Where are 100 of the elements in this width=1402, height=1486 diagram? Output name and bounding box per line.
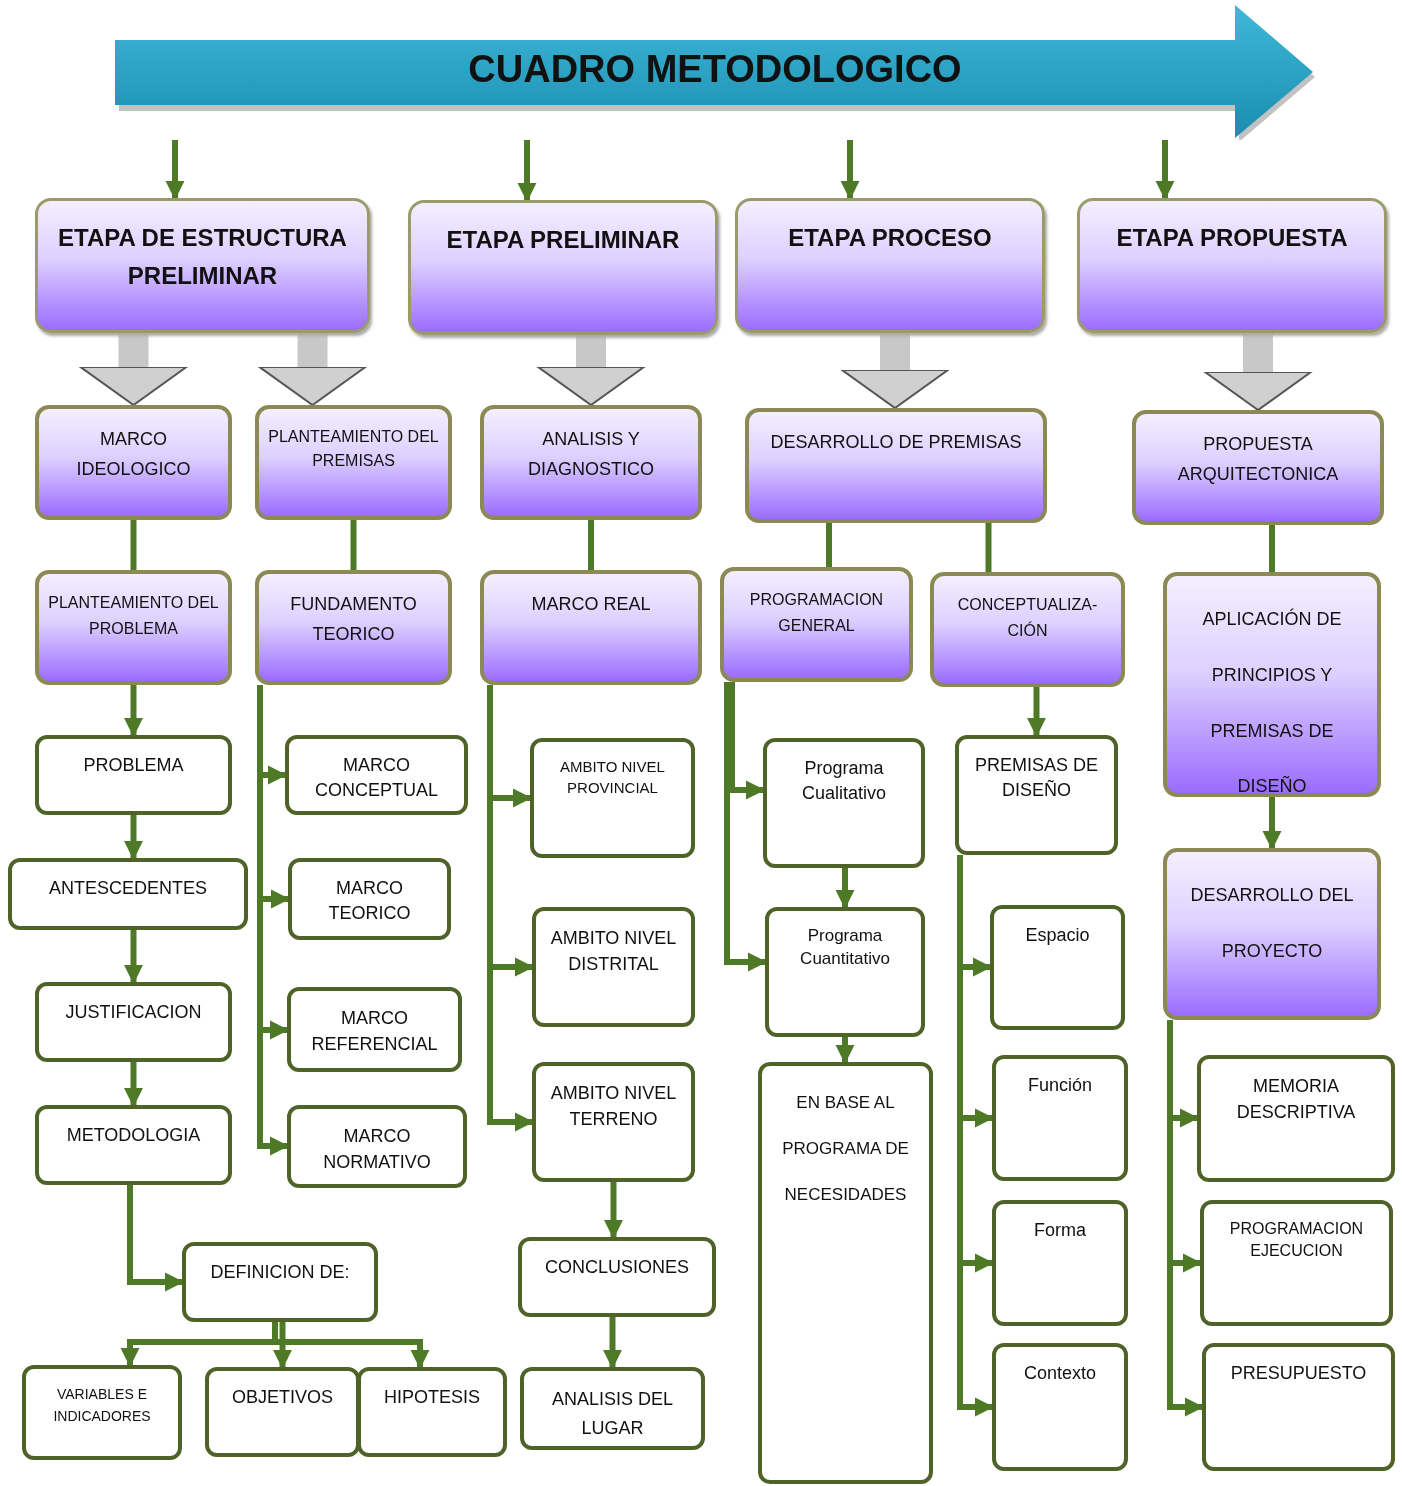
node-label: AMBITO NIVEL TERRENO bbox=[549, 1082, 678, 1132]
node-label: MEMORIA DESCRIPTIVA bbox=[1235, 1075, 1357, 1125]
block-arrow bbox=[537, 335, 645, 406]
node-label: PLANTEAMIENTO DEL PREMISAS bbox=[267, 427, 440, 471]
block-arrow bbox=[1204, 333, 1312, 411]
arrow bbox=[1026, 687, 1047, 737]
node-label: MARCO REAL bbox=[531, 593, 651, 616]
node-label: APLICACIÓN DE PRINCIPIOS Y PREMISAS DE DISEÑO bbox=[1201, 607, 1343, 799]
step-box bbox=[35, 982, 232, 1062]
topic-box bbox=[255, 570, 452, 685]
step-box bbox=[287, 1105, 467, 1188]
topic-box bbox=[930, 572, 1125, 687]
arrow bbox=[724, 682, 767, 972]
node-label: PREMISAS DE DISEÑO bbox=[974, 754, 1099, 803]
node-label: ANALISIS Y DIAGNOSTICO bbox=[527, 428, 655, 481]
stage-box bbox=[1077, 198, 1387, 333]
topic-box bbox=[255, 405, 452, 520]
step-box bbox=[530, 738, 695, 858]
topic-box bbox=[1163, 848, 1381, 1020]
node-label: PROPUESTA ARQUITECTONICA bbox=[1176, 433, 1340, 486]
arrow bbox=[602, 1317, 623, 1369]
arrow bbox=[603, 1182, 624, 1239]
node-label: MARCO CONCEPTUAL bbox=[314, 754, 439, 803]
node-label: DEFINICION DE: bbox=[210, 1261, 350, 1284]
title-arrow bbox=[115, 5, 1315, 140]
topic-box bbox=[480, 405, 702, 520]
topic-box bbox=[35, 570, 232, 685]
arrow bbox=[1167, 1020, 1204, 1417]
node-label: FUNDAMENTO TEORICO bbox=[289, 593, 418, 646]
connector-line bbox=[350, 520, 357, 570]
step-box bbox=[1200, 1200, 1393, 1326]
node-label: AMBITO NIVEL PROVINCIAL bbox=[559, 757, 666, 798]
arrow bbox=[123, 1062, 144, 1107]
node-label: MARCO TEORICO bbox=[327, 877, 412, 926]
node-label: PRESUPUESTO bbox=[1230, 1362, 1367, 1385]
node-label: ETAPA PRELIMINAR bbox=[446, 225, 680, 255]
step-box bbox=[1197, 1055, 1395, 1182]
connector-line bbox=[588, 520, 594, 570]
node-label: DESARROLLO DEL PROYECTO bbox=[1189, 884, 1355, 963]
node-label: PROGRAMACION GENERAL bbox=[748, 590, 885, 636]
arrow bbox=[123, 685, 144, 737]
step-box bbox=[287, 987, 462, 1072]
node-label: OBJETIVOS bbox=[232, 1386, 333, 1409]
node-label: PROGRAMACION EJECUCION bbox=[1228, 1219, 1365, 1262]
node-label: ETAPA PROCESO bbox=[788, 223, 992, 253]
node-label: HIPOTESIS bbox=[384, 1386, 480, 1409]
step-box bbox=[955, 735, 1118, 855]
step-box bbox=[22, 1365, 182, 1460]
node-label: CONCLUSIONES bbox=[545, 1256, 689, 1279]
step-box bbox=[1202, 1343, 1395, 1471]
stage-box bbox=[408, 200, 718, 335]
node-label: Contexto bbox=[1023, 1362, 1096, 1385]
block-arrow bbox=[258, 333, 367, 406]
arrow bbox=[517, 140, 537, 202]
stage-box bbox=[35, 198, 370, 333]
stage-box bbox=[735, 198, 1045, 333]
arrow bbox=[835, 1037, 855, 1064]
topic-box bbox=[1132, 410, 1384, 525]
step-box bbox=[357, 1367, 507, 1457]
node-label: MARCO IDEOLOGICO bbox=[75, 428, 192, 481]
node-label: DESARROLLO DE PREMISAS bbox=[770, 431, 1022, 454]
arrow bbox=[1155, 140, 1175, 200]
arrow bbox=[835, 868, 855, 909]
node-label: MARCO NORMATIVO bbox=[322, 1125, 432, 1175]
connector-line bbox=[826, 523, 832, 567]
node-label: METODOLOGIA bbox=[66, 1124, 201, 1147]
step-box bbox=[518, 1237, 716, 1317]
node-label: PROBLEMA bbox=[83, 754, 184, 777]
step-box bbox=[758, 1062, 933, 1484]
block-arrow bbox=[841, 333, 949, 409]
step-box bbox=[765, 907, 925, 1037]
topic-box bbox=[745, 408, 1047, 523]
connector-line bbox=[130, 520, 137, 570]
step-box bbox=[520, 1367, 705, 1450]
title-text: CUADRO METODOLOGICO bbox=[468, 46, 962, 92]
arrow bbox=[123, 815, 144, 860]
topic-box bbox=[480, 570, 702, 685]
connector-line bbox=[1269, 525, 1275, 572]
node-label: Forma bbox=[1034, 1219, 1086, 1242]
node-label: Programa Cuantitativo bbox=[799, 925, 891, 970]
step-box bbox=[205, 1367, 360, 1457]
arrow bbox=[729, 682, 765, 800]
node-label: Espacio bbox=[1025, 924, 1090, 947]
step-box bbox=[35, 735, 232, 815]
node-label: ANALISIS DEL LUGAR bbox=[550, 1388, 675, 1440]
step-box bbox=[532, 1062, 695, 1182]
step-box bbox=[182, 1242, 378, 1322]
node-label: EN BASE AL PROGRAMA DE NECESIDADES bbox=[781, 1092, 910, 1206]
arrow bbox=[165, 140, 185, 200]
node-label: AMBITO NIVEL DISTRITAL bbox=[549, 927, 678, 977]
node-label: ETAPA DE ESTRUCTURA PRELIMINAR bbox=[57, 223, 348, 292]
node-label: PLANTEAMIENTO DEL PROBLEMA bbox=[47, 593, 220, 639]
step-box bbox=[288, 858, 451, 940]
arrow bbox=[957, 855, 994, 1417]
node-label: MARCO REFERENCIAL bbox=[310, 1007, 439, 1057]
arrow bbox=[272, 1322, 293, 1369]
node-label: CONCEPTUALIZA- CIÓN bbox=[956, 595, 1099, 641]
node-label: Programa Cualitativo bbox=[800, 757, 887, 806]
step-box bbox=[763, 738, 925, 868]
node-label: Función bbox=[1027, 1074, 1092, 1097]
